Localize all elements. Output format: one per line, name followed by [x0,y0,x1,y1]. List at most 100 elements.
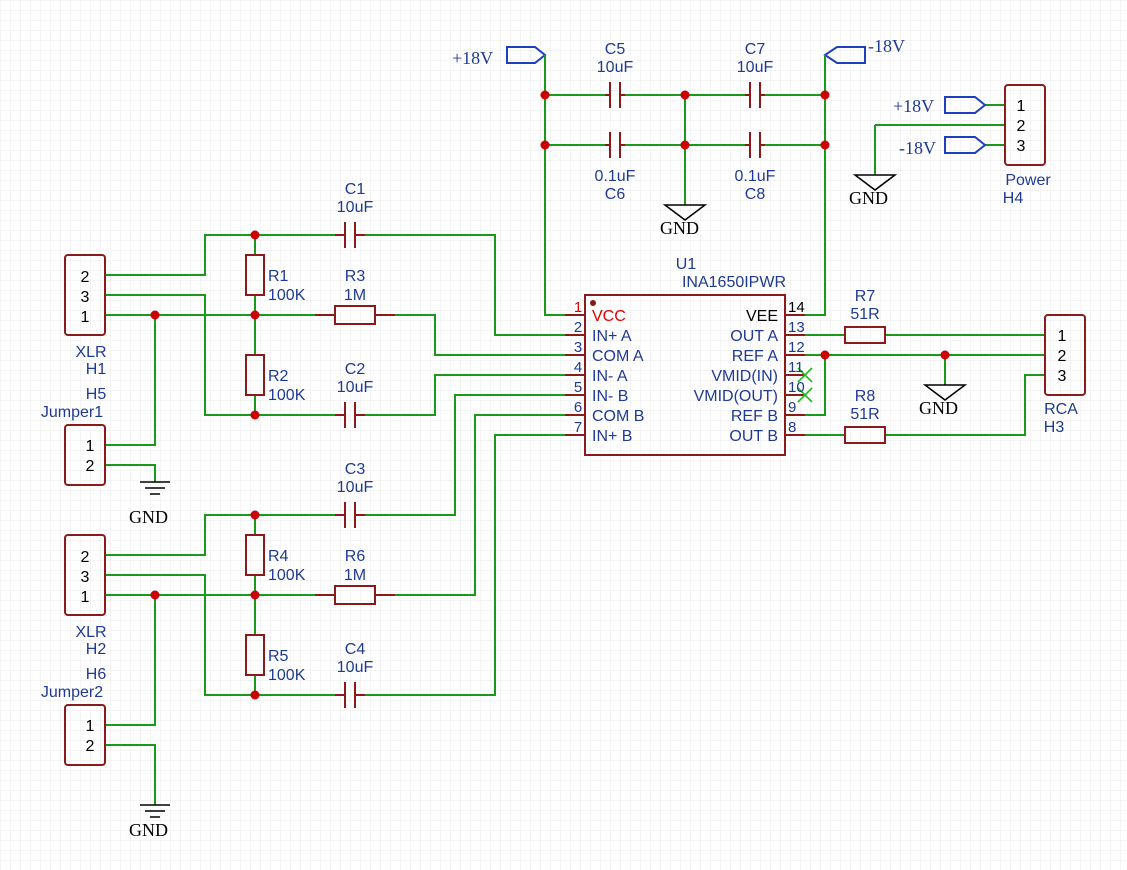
ic-ref: U1 [676,256,697,273]
junction [940,350,950,360]
ic-right-pin-number: 10 [788,379,805,396]
ic-right-pin-name: VEE [746,308,778,325]
power-port-plus18-top [506,46,547,64]
gnd-symbol [852,174,898,191]
ic-left-pin-name: IN+ A [592,328,632,345]
h3-pin: 1 [1058,328,1067,345]
capacitor-c7-symbol [745,82,765,108]
ic-left-pin-number: 4 [574,359,582,376]
ic-u1 [565,294,805,456]
resistor-r2-symbol [245,354,265,396]
h1-pin: 2 [81,269,90,286]
c4-ref: C4 [345,641,366,658]
power-label-plus18-power: +18V [893,96,934,116]
h4-pin: 1 [1017,98,1026,115]
ic-left-pin-name: IN- B [592,388,628,405]
capacitor-symbols [335,82,765,708]
power-port-minus18-top [823,46,866,64]
r6-value: 1M [344,567,366,584]
junction [820,90,830,100]
h6-pin: 1 [86,718,95,735]
h6-ref: H6 [86,666,107,683]
ic-left-pin-number: 6 [574,399,582,416]
ic-right-pin-name: OUT B [729,428,778,445]
r1-value: 100K [268,287,306,304]
ic-left-pin-name: COM B [592,408,644,425]
junctions [150,90,950,700]
gnd-symbol [140,804,170,818]
h2-pin: 1 [81,589,90,606]
ic-left-pin-number: 5 [574,379,582,396]
r6-ref: R6 [345,548,366,565]
header-h6-body [64,704,106,766]
r4-value: 100K [268,567,306,584]
r7-ref: R7 [855,288,876,305]
h1-pin: 3 [81,289,90,306]
gnd-symbol [922,384,968,401]
h5-pin: 1 [86,438,95,455]
junction [540,90,550,100]
resistor-r8-symbol [844,426,886,444]
h2-ref: H2 [86,641,107,658]
c7-ref: C7 [745,41,766,58]
ic-left-pin-number: 7 [574,419,582,436]
ic-right-pin-name: OUT A [730,328,778,345]
c6-ref: C6 [605,186,626,203]
capacitor-c4-symbol [335,682,365,708]
ic-part: INA1650IPWR [682,274,786,291]
power-port-symbols [506,46,987,154]
header-h3-body [1044,314,1086,396]
h3-name: RCA [1044,401,1078,418]
labels: +18V -18V +18V -18V GND GND GND GND GND … [41,36,1078,840]
c8-ref: C8 [745,186,766,203]
gnd-symbol [662,204,708,221]
h2-name: XLR [75,624,106,641]
r8-value: 51R [850,406,879,423]
ic-right-pin-number: 12 [788,339,805,356]
junction [680,140,690,150]
h5-pin: 2 [86,458,95,475]
power-label-plus18-top: +18V [452,48,493,68]
ic-left-pin-name: COM A [592,348,644,365]
junction [820,140,830,150]
ic-right-pin-number: 13 [788,319,805,336]
capacitor-c1-symbol [335,222,365,248]
junction [820,350,830,360]
resistor-r1-symbol [245,254,265,296]
r8-ref: R8 [855,388,876,405]
ic-left-pin-number: 3 [574,339,582,356]
h4-pin: 3 [1017,138,1026,155]
power-label-minus18-top: -18V [868,36,905,56]
c8-value: 0.1uF [735,168,776,185]
junction [250,690,260,700]
r1-ref: R1 [268,268,289,285]
junction [540,140,550,150]
h2-pin: 2 [81,549,90,566]
ic-right-pin-number: 9 [788,399,796,416]
c2-ref: C2 [345,361,366,378]
ic-left-pin-number: 1 [574,299,582,316]
gnd-label: GND [129,507,168,527]
ic-left-pin-number: 2 [574,319,582,336]
h1-ref: H1 [86,361,107,378]
junction [680,90,690,100]
gnd-label: GND [660,218,699,238]
no-connect-marks [797,367,813,403]
resistor-r7-symbol [844,326,886,344]
ic-right-pin-name: REF B [731,408,778,425]
junction [250,410,260,420]
ic-right-pin-number: 11 [788,359,804,376]
c2-value: 10uF [337,379,374,396]
h3-pin: 2 [1058,348,1067,365]
h5-ref: H5 [86,386,107,403]
h6-name: Jumper2 [41,684,103,701]
c1-value: 10uF [337,199,374,216]
ic-right-pin-number: 8 [788,419,796,436]
c4-value: 10uF [337,659,374,676]
r7-value: 51R [850,306,879,323]
r2-ref: R2 [268,368,289,385]
h2-pin: 3 [81,569,90,586]
h4-pin: 2 [1017,118,1026,135]
